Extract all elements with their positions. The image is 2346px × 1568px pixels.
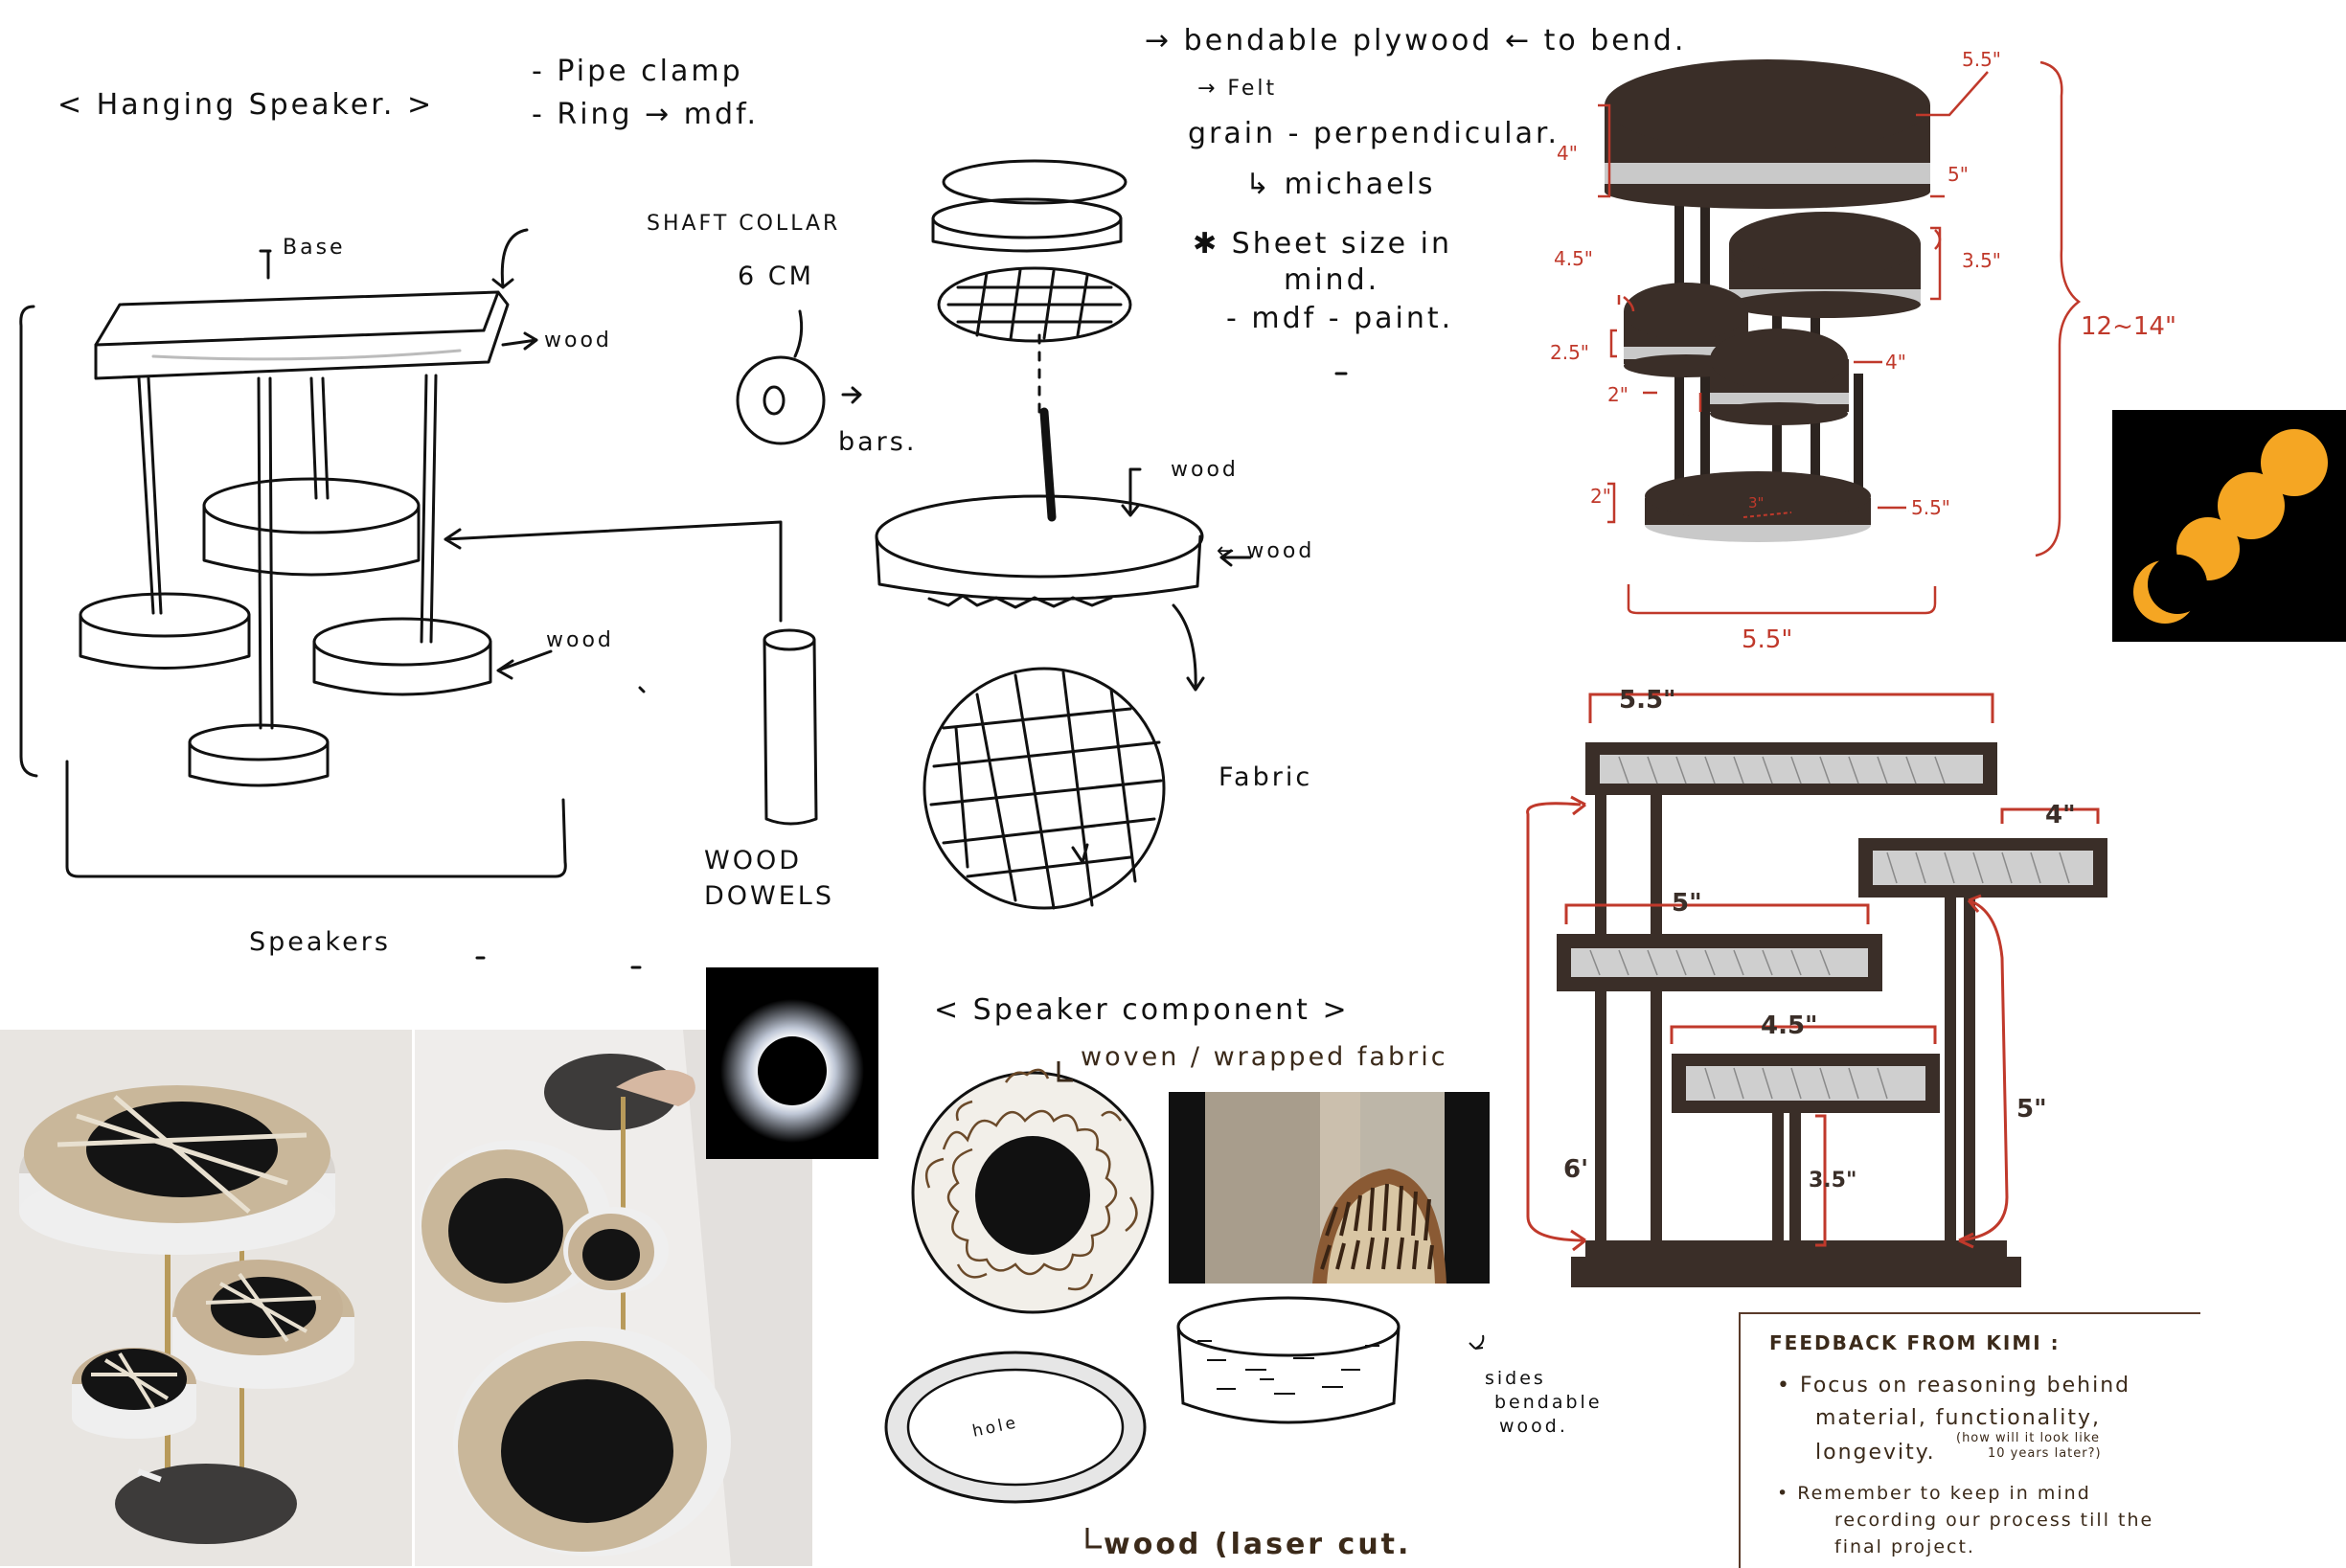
bendable-plywood-photo <box>1169 1092 1490 1284</box>
label-base: Base <box>283 238 346 259</box>
elevation-drawing <box>1528 694 2107 1287</box>
label-sides-3: wood. <box>1499 1418 1568 1436</box>
label-6cm: 6 CM <box>738 263 814 289</box>
dim-3d-total-width: 5.5" <box>1742 627 1792 652</box>
feedback-b2-l2: recording our process till the <box>1834 1510 2153 1531</box>
label-wood-top-disk: wood <box>1171 460 1239 481</box>
hanging-speaker-title: < Hanging Speaker. > <box>57 91 434 120</box>
feedback-b2-l3: final project. <box>1834 1536 1975 1557</box>
dim-3d-small-height: 2" <box>1607 385 1629 404</box>
feedback-b1-l3: longevity. <box>1815 1441 1936 1465</box>
label-wood-dowels-1: WOOD <box>704 848 802 874</box>
dim-elev-right-top: 4" <box>2045 803 2076 828</box>
note-ring-mdf: - Ring → mdf. <box>532 101 759 129</box>
dim-3d-left-width: 4.5" <box>1554 249 1593 268</box>
upper-disk <box>204 479 419 533</box>
dim-3d-top-width: 5.5" <box>1962 50 2001 69</box>
dim-3d-mid-width: 5" <box>1947 165 1969 184</box>
note-grain: grain - perpendicular. <box>1188 120 1560 148</box>
dowel-sketch <box>764 640 816 824</box>
dim-elev-right: 5" <box>2016 1097 2047 1122</box>
label-shaft-collar: SHAFT COLLAR <box>647 214 840 235</box>
label-wood-base: wood <box>544 330 612 352</box>
base-slab <box>96 292 508 378</box>
label-wood-disk: wood <box>546 630 614 651</box>
label-sides-1: sides <box>1485 1370 1546 1388</box>
eclipse-photo-corona <box>706 967 878 1159</box>
note-michaels: ↳ michaels <box>1245 170 1436 199</box>
dim-elev-left: 6' <box>1563 1157 1588 1182</box>
dim-3d-base-dash: 3" <box>1748 496 1764 511</box>
dim-3d-small-width: 4" <box>1885 352 1906 372</box>
label-bars: bars. <box>838 429 917 455</box>
dim-3d-base-width: 5.5" <box>1911 498 1950 517</box>
label-wood-laser-cut: wood (laser cut. <box>1104 1531 1411 1559</box>
dim-3d-top-height: 4" <box>1557 144 1578 163</box>
speaker-component-title: < Speaker component > <box>934 996 1350 1025</box>
model-photo-left <box>0 1030 412 1566</box>
feedback-b2-l1: • Remember to keep in mind <box>1777 1483 2091 1504</box>
feedback-box: FEEDBACK FROM KIMI : • Focus on reasonin… <box>1739 1312 2200 1568</box>
label-fabric: Fabric <box>1219 764 1312 790</box>
elevation-base <box>1571 1257 2021 1287</box>
eclipse-photo-sequence <box>2112 410 2346 642</box>
dim-3d-left-height: 2.5" <box>1550 343 1589 362</box>
note-felt: → Felt <box>1197 79 1277 100</box>
render-3d <box>1598 59 2079 613</box>
label-sides-2: bendable <box>1494 1394 1603 1412</box>
note-pipe-clamp: - Pipe clamp <box>532 57 743 86</box>
label-speakers: Speakers <box>249 929 391 955</box>
feedback-b1-small-2: 10 years later?) <box>1988 1446 2102 1461</box>
label-woven-fabric: woven / wrapped fabric <box>1081 1044 1448 1070</box>
dim-3d-total-height: 12~14" <box>2081 314 2176 339</box>
dim-3d-mid-height: 3.5" <box>1962 251 2001 270</box>
dowel-pointer <box>445 522 781 621</box>
dim-elev-mid: 5" <box>1672 891 1702 916</box>
wood-disk <box>877 496 1202 577</box>
note-mdf-paint: - mdf - paint. <box>1226 305 1453 333</box>
dim-elev-bottom: 3.5" <box>1809 1170 1856 1192</box>
ring-sketch <box>738 357 824 443</box>
feedback-b1-small-1: (how will it look like <box>1956 1431 2100 1445</box>
note-bendable-plywood: → bendable plywood ← to bend. <box>1145 27 1686 56</box>
dim-elev-low: 4.5" <box>1761 1013 1818 1038</box>
dim-elev-top: 5.5" <box>1619 688 1676 713</box>
note-sheet-size-2: mind. <box>1284 266 1379 295</box>
left-bracket <box>21 307 36 776</box>
label-wood-dowels-2: DOWELS <box>704 883 834 909</box>
feedback-b1-l2: material, functionality, <box>1815 1406 2101 1430</box>
dim-3d-base-height: 2" <box>1590 487 1611 506</box>
feedback-heading: FEEDBACK FROM KIMI : <box>1769 1331 2061 1354</box>
feedback-b1-l1: • Focus on reasoning behind <box>1777 1374 2130 1398</box>
label-wood-side-disk: ← wood <box>1217 541 1314 562</box>
note-sheet-size-1: ✱ Sheet size in <box>1193 230 1452 259</box>
